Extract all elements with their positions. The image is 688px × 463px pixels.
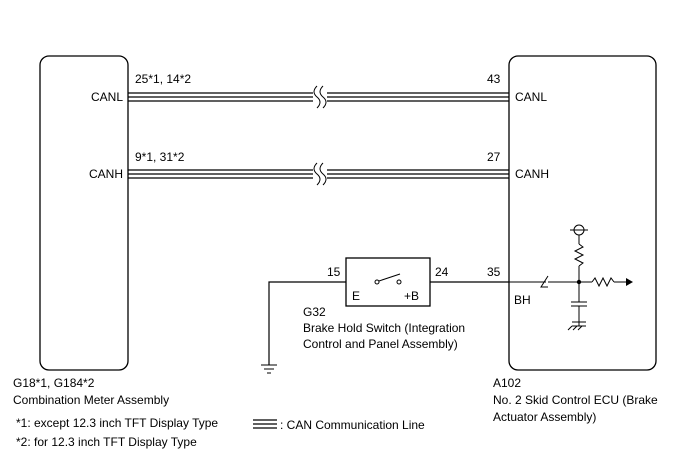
right-label-canl: CANL bbox=[515, 90, 547, 104]
left-component-name: Combination Meter Assembly bbox=[13, 393, 169, 407]
switch-name-line1: Brake Hold Switch (Integration bbox=[303, 321, 465, 335]
switch-label-e: E bbox=[352, 289, 360, 303]
note-2: *2: for 12.3 inch TFT Display Type bbox=[16, 435, 197, 449]
switch-name-line2: Control and Panel Assembly) bbox=[303, 337, 458, 351]
right-pin-canh: 27 bbox=[487, 150, 501, 164]
can-line-legend-icon bbox=[253, 419, 277, 429]
right-label-bh: BH bbox=[514, 293, 531, 307]
switch-pin-b: 24 bbox=[435, 265, 449, 279]
combination-meter-box bbox=[39, 55, 129, 371]
note-1: *1: except 12.3 inch TFT Display Type bbox=[16, 416, 218, 430]
switch-contact-icon bbox=[374, 273, 402, 285]
right-component-name-line1: No. 2 Skid Control ECU (Brake bbox=[493, 393, 658, 407]
ground-wire bbox=[268, 281, 346, 365]
ecu-internal-circuit bbox=[509, 224, 633, 331]
left-pin-canl: 25*1, 14*2 bbox=[135, 72, 191, 86]
right-label-canh: CANH bbox=[515, 167, 549, 181]
right-pin-canl: 43 bbox=[487, 72, 501, 86]
right-component-name-line2: Actuator Assembly) bbox=[493, 410, 596, 424]
left-component-code: G18*1, G184*2 bbox=[13, 376, 95, 390]
right-pin-bh: 35 bbox=[487, 265, 501, 279]
ground-icon bbox=[261, 364, 277, 374]
canh-wire bbox=[128, 162, 509, 186]
canl-wire bbox=[128, 85, 509, 109]
right-component-code: A102 bbox=[493, 376, 521, 390]
left-pin-canh: 9*1, 31*2 bbox=[135, 150, 185, 164]
left-label-canh: CANH bbox=[89, 167, 123, 181]
skid-control-ecu-box bbox=[508, 55, 657, 371]
left-label-canl: CANL bbox=[91, 90, 123, 104]
switch-label-b: +B bbox=[404, 289, 419, 303]
switch-code: G32 bbox=[303, 305, 326, 319]
switch-pin-e: 15 bbox=[327, 265, 341, 279]
legend-can-line: : CAN Communication Line bbox=[280, 418, 425, 432]
